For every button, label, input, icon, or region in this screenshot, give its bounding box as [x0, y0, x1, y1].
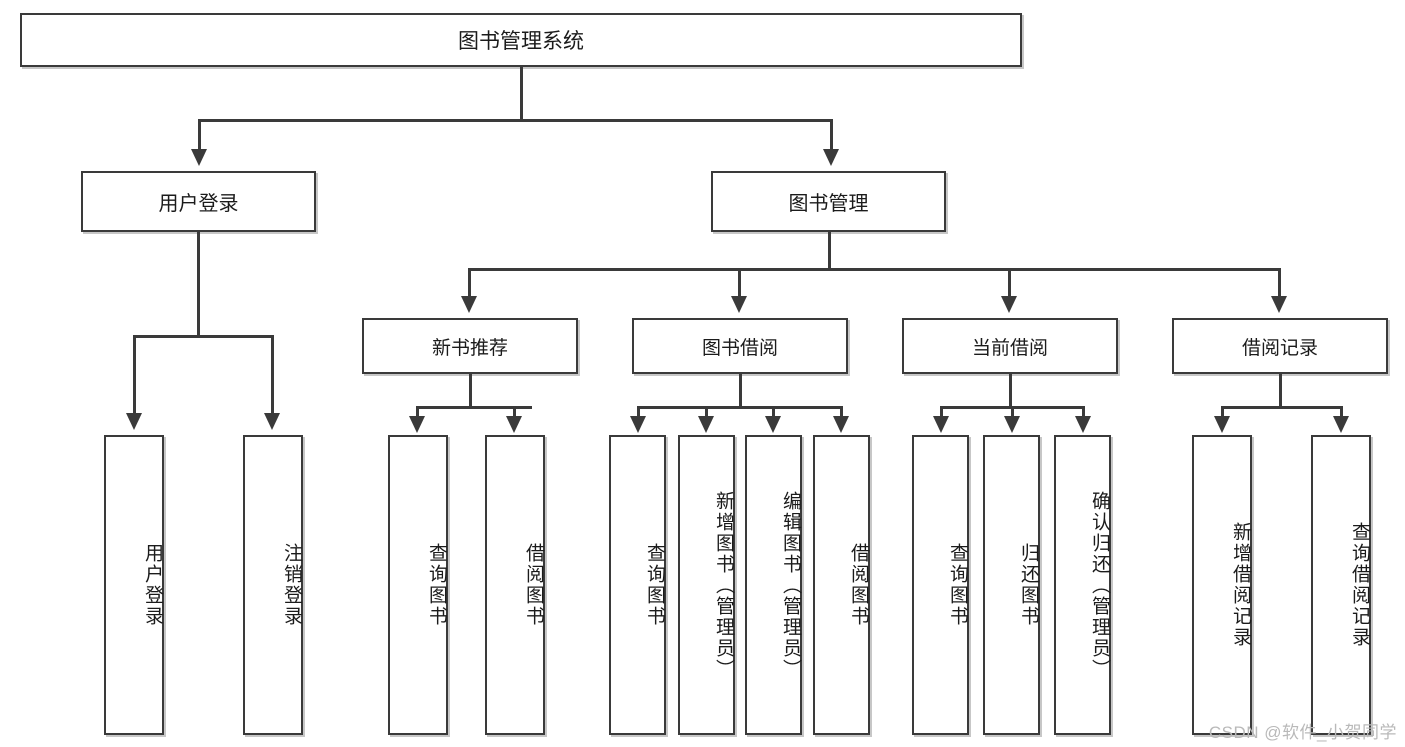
node-borrow-records[interactable]: 借阅记录: [1172, 318, 1388, 374]
connector-current-stem: [1009, 374, 1012, 408]
leaf-add-borrow-record[interactable]: 新增借阅记录: [1192, 435, 1252, 735]
connector-borrow-bus: [637, 406, 842, 409]
node-label: 借阅记录: [1241, 337, 1318, 359]
node-label: 图书管理: [788, 193, 869, 215]
connector-records-stem: [1279, 374, 1282, 408]
node-user-login[interactable]: 用户登录: [81, 171, 316, 232]
connector-root-to-user-login: [198, 119, 201, 151]
node-label: 借阅图书: [848, 543, 869, 627]
connector-user-login-to-leaf-1: [133, 335, 136, 415]
node-current-borrow[interactable]: 当前借阅: [902, 318, 1118, 374]
arrow-book-mgmt-to-borrow: [731, 296, 747, 313]
connector-records-to-leaf-1: [1221, 406, 1224, 418]
node-label: 新增借阅记录: [1230, 522, 1251, 648]
arrow-root-to-book-mgmt: [823, 149, 839, 166]
node-label: 新增图书（管理员）: [713, 490, 734, 680]
arrow-records-to-leaf-2: [1333, 416, 1349, 433]
leaf-query-book-borrow[interactable]: 查询图书: [609, 435, 666, 735]
arrow-book-mgmt-to-records: [1271, 296, 1287, 313]
connector-book-mgmt-to-borrow: [738, 268, 741, 298]
node-label: 查询图书: [644, 543, 665, 627]
connector-newbook-to-leaf-1: [416, 406, 419, 418]
leaf-return-book[interactable]: 归还图书: [983, 435, 1040, 735]
arrow-book-mgmt-to-newbook: [461, 296, 477, 313]
node-label: 确认归还（管理员）: [1089, 490, 1110, 680]
node-label: 新书推荐: [431, 337, 508, 359]
node-label: 借阅图书: [523, 543, 544, 627]
node-label: 查询借阅记录: [1349, 522, 1370, 648]
connector-newbook-bus: [416, 406, 532, 409]
arrow-current-to-leaf-2: [1004, 416, 1020, 433]
connector-user-login-stem: [197, 232, 200, 337]
arrow-borrow-to-leaf-2: [698, 416, 714, 433]
connector-root-bus: [198, 119, 833, 122]
connector-newbook-to-leaf-2: [513, 406, 516, 418]
connector-borrow-to-leaf-3: [772, 406, 775, 418]
leaf-borrow-book-newbook[interactable]: 借阅图书: [485, 435, 545, 735]
connector-user-login-bus: [133, 335, 273, 338]
arrow-borrow-to-leaf-3: [765, 416, 781, 433]
node-label: 查询图书: [947, 543, 968, 627]
connector-records-to-leaf-2: [1340, 406, 1343, 418]
arrow-root-to-user-login: [191, 149, 207, 166]
arrow-user-login-to-leaf-1: [126, 413, 142, 430]
arrow-newbook-to-leaf-1: [409, 416, 425, 433]
leaf-query-book-newbook[interactable]: 查询图书: [388, 435, 448, 735]
arrow-borrow-to-leaf-1: [630, 416, 646, 433]
arrow-book-mgmt-to-current: [1001, 296, 1017, 313]
arrow-current-to-leaf-3: [1075, 416, 1091, 433]
connector-current-to-leaf-3: [1082, 406, 1085, 418]
connector-user-login-to-leaf-2: [271, 335, 274, 415]
arrow-user-login-to-leaf-2: [264, 413, 280, 430]
node-label: 用户登录: [158, 193, 239, 215]
connector-borrow-to-leaf-2: [705, 406, 708, 418]
connector-current-to-leaf-2: [1011, 406, 1014, 418]
node-label: 编辑图书（管理员）: [780, 490, 801, 680]
connector-borrow-to-leaf-4: [840, 406, 843, 418]
leaf-edit-book-admin[interactable]: 编辑图书（管理员）: [745, 435, 802, 735]
connector-book-mgmt-to-records: [1278, 268, 1281, 298]
node-label: 归还图书: [1018, 543, 1039, 627]
node-label: 查询图书: [426, 543, 447, 627]
node-label: 注销登录: [281, 543, 302, 627]
connector-book-mgmt-bus: [468, 268, 1280, 271]
arrow-records-to-leaf-1: [1214, 416, 1230, 433]
connector-book-mgmt-stem: [828, 232, 831, 270]
connector-borrow-stem: [739, 374, 742, 408]
connector-newbook-stem: [469, 374, 472, 408]
leaf-query-borrow-record[interactable]: 查询借阅记录: [1311, 435, 1371, 735]
connector-records-bus: [1221, 406, 1341, 409]
leaf-user-login[interactable]: 用户登录: [104, 435, 164, 735]
arrow-newbook-to-leaf-2: [506, 416, 522, 433]
leaf-confirm-return-admin[interactable]: 确认归还（管理员）: [1054, 435, 1111, 735]
leaf-add-book-admin[interactable]: 新增图书（管理员）: [678, 435, 735, 735]
leaf-borrow-book[interactable]: 借阅图书: [813, 435, 870, 735]
connector-borrow-to-leaf-1: [637, 406, 640, 418]
node-book-borrow[interactable]: 图书借阅: [632, 318, 848, 374]
node-root-system[interactable]: 图书管理系统: [20, 13, 1022, 67]
leaf-logout[interactable]: 注销登录: [243, 435, 303, 735]
csdn-watermark: CSDN @软件_小贺同学: [1208, 723, 1397, 742]
node-label: 图书管理系统: [458, 30, 584, 53]
connector-root-to-book-mgmt: [830, 119, 833, 151]
node-book-management[interactable]: 图书管理: [711, 171, 946, 232]
node-label: 当前借阅: [971, 337, 1048, 359]
connector-book-mgmt-to-newbook: [468, 268, 471, 298]
leaf-query-book-current[interactable]: 查询图书: [912, 435, 969, 735]
node-label: 图书借阅: [701, 337, 778, 359]
connector-root-stem: [520, 67, 523, 121]
connector-current-to-leaf-1: [940, 406, 943, 418]
arrow-borrow-to-leaf-4: [833, 416, 849, 433]
node-new-book-recommend[interactable]: 新书推荐: [362, 318, 578, 374]
arrow-current-to-leaf-1: [933, 416, 949, 433]
node-label: 用户登录: [142, 543, 163, 627]
connector-book-mgmt-to-current: [1008, 268, 1011, 298]
